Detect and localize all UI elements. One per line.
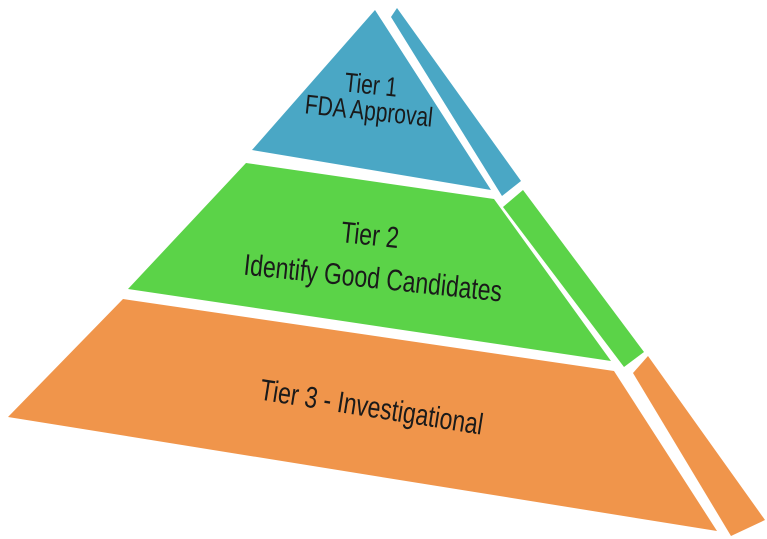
tier2-front-face xyxy=(128,163,611,361)
tier1-front-face xyxy=(252,10,491,190)
tier1-label-line1: Tier 1 xyxy=(343,68,399,104)
tier1-side-face xyxy=(391,8,521,196)
tier1-group: Tier 1 FDA Approval xyxy=(252,8,521,196)
tier3-side-face xyxy=(633,356,765,536)
tier2-side-face xyxy=(503,190,644,367)
tier3-front-face xyxy=(8,299,717,531)
tier3-group: Tier 3 - Investigational xyxy=(8,299,765,536)
tier2-label-line1: Tier 2 xyxy=(340,215,401,254)
tier2-group: Tier 2 Identify Good Candidates xyxy=(128,163,644,367)
